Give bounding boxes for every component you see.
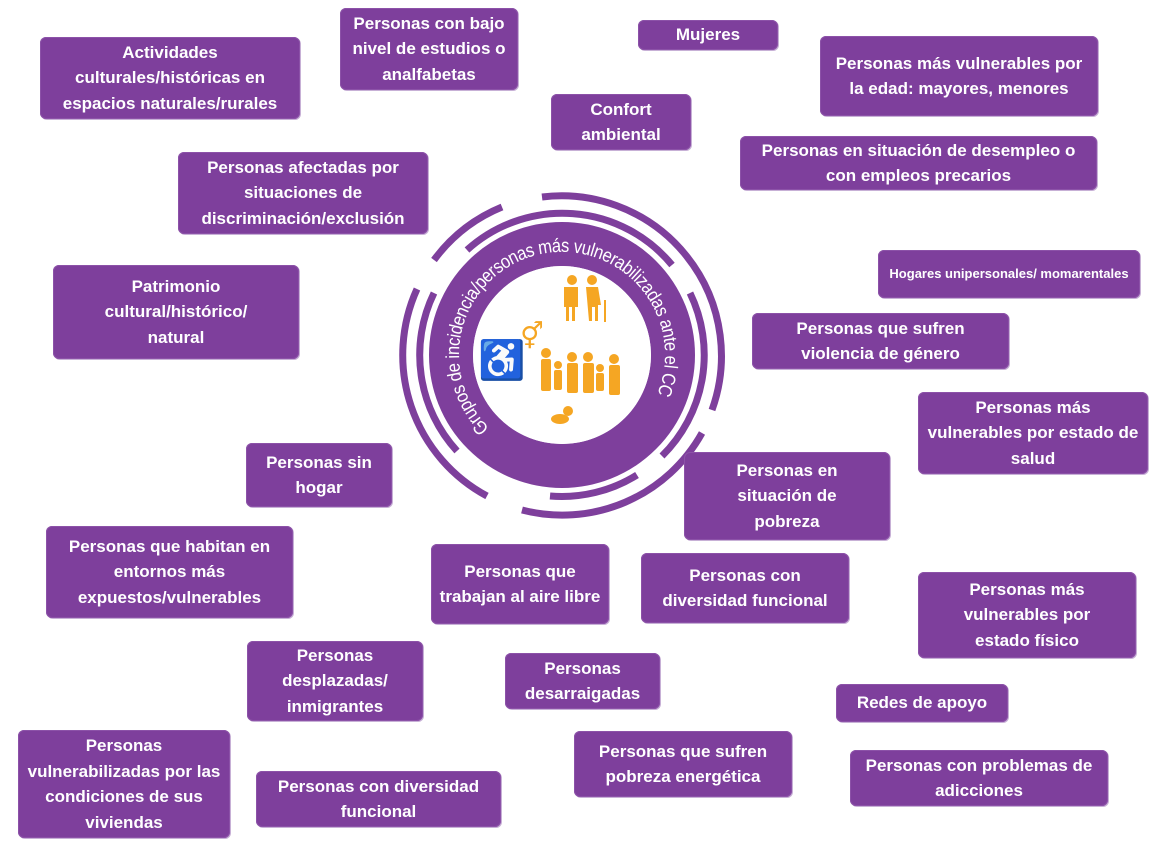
node-sin-hogar: Personas sin hogar <box>246 443 392 507</box>
node-diversidad-funcional-2: Personas con diversidad funcional <box>256 771 501 827</box>
family-icon <box>541 348 620 395</box>
gender-symbol-icon: ⚥ <box>520 321 543 351</box>
node-desplazadas: Personas desplazadas/ inmigrantes <box>247 641 423 721</box>
icon-group: ⚥ ♿ <box>478 275 620 424</box>
outer-arcs <box>399 192 725 519</box>
node-diversidad-funcional: Personas con diversidad funcional <box>641 553 849 623</box>
node-desempleo: Personas en situación de desempleo o con… <box>740 136 1097 190</box>
elderly-couple-icon <box>564 275 606 322</box>
node-pobreza-energetica: Personas que sufren pobreza energética <box>574 731 792 797</box>
node-violencia-genero: Personas que sufren violencia de género <box>752 313 1009 369</box>
inner-ring <box>429 222 695 488</box>
hub-rings: Grupos de incidencia/personas más vulner… <box>399 192 725 519</box>
node-mujeres: Mujeres <box>638 20 778 50</box>
node-entornos-expuestos: Personas que habitan en entornos más exp… <box>46 526 293 618</box>
node-desarraigadas: Personas desarraigadas <box>505 653 660 709</box>
node-redes-apoyo: Redes de apoyo <box>836 684 1008 722</box>
node-confort-ambiental: Confort ambiental <box>551 94 691 150</box>
node-discriminacion: Personas afectadas por situaciones de di… <box>178 152 428 234</box>
node-estado-salud: Personas más vulnerables por estado de s… <box>918 392 1148 474</box>
node-estado-fisico: Personas más vulnerables por estado físi… <box>918 572 1136 658</box>
node-patrimonio: Patrimonio cultural/histórico/ natural <box>53 265 299 359</box>
wheelchair-icon: ♿ <box>478 338 525 382</box>
node-actividades-culturales: Actividades culturales/históricas en esp… <box>40 37 300 119</box>
center-circle <box>473 266 651 444</box>
node-pobreza: Personas en situación de pobreza <box>684 452 890 540</box>
node-hogares-unipersonales: Hogares unipersonales/ momarentales <box>878 250 1140 298</box>
central-hub: Grupos de incidencia/personas más vulner… <box>382 175 742 535</box>
node-condiciones-viviendas: Personas vulnerabilizadas por las condic… <box>18 730 230 838</box>
node-aire-libre: Personas que trabajan al aire libre <box>431 544 609 624</box>
node-bajo-nivel-estudios: Personas con bajo nivel de estudios o an… <box>340 8 518 90</box>
node-vulnerables-edad: Personas más vulnerables por la edad: ma… <box>820 36 1098 116</box>
node-adicciones: Personas con problemas de adicciones <box>850 750 1108 806</box>
baby-icon <box>551 406 573 424</box>
